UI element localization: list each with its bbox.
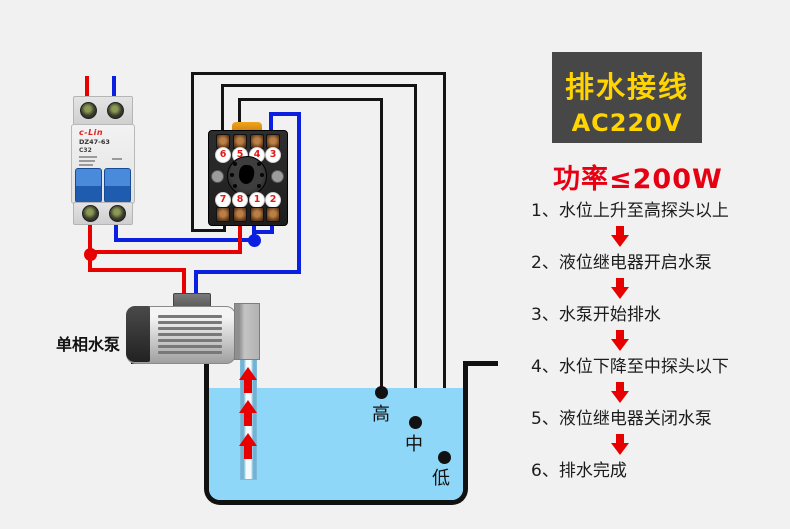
socket-terminal-1: 1 (249, 192, 265, 208)
power-note: 功率≤200W (553, 164, 723, 195)
socket-pin-hole (230, 173, 234, 177)
junction-dot-neutral (248, 234, 261, 247)
down-arrow-icon (611, 226, 629, 247)
pump-fin (158, 345, 222, 348)
page-title: 排水接线 (564, 70, 689, 104)
socket-screw (216, 207, 230, 222)
wire-socket3-pump (194, 270, 301, 274)
wire-probe-high (380, 98, 383, 393)
wire-breaker-neutral (114, 238, 256, 242)
wire-socket8-junction (88, 250, 242, 254)
probe-tip-middle (409, 416, 422, 429)
voltage-label: AC220V (571, 109, 683, 137)
step-5: 5、液位继电器关闭水泵 (531, 409, 712, 429)
probe-label-high: 高 (372, 404, 390, 425)
wire-breaker-neutral (114, 218, 118, 242)
up-arrow-icon (239, 400, 257, 426)
breaker-screw (109, 205, 126, 222)
pump-fin (158, 315, 222, 318)
probe-label-middle: 中 (405, 434, 423, 455)
wire-socket3-pump (297, 112, 301, 274)
socket-pin-hole (260, 173, 264, 177)
pump-fin (158, 339, 222, 342)
wire-live-pump (88, 254, 92, 272)
breaker-brand: c-Lin (79, 128, 104, 137)
step-3: 3、水泵开始排水 (531, 305, 661, 325)
pump-fin (158, 351, 222, 354)
circuit-breaker: c-Lin DZ47-63 C32 (71, 124, 135, 204)
breaker-screw (107, 102, 124, 119)
breaker-handle[interactable] (75, 168, 102, 203)
wire-probe-low (191, 229, 226, 232)
wire-socket8-down (238, 216, 242, 254)
wire-probe-low (443, 72, 446, 458)
wire-socket2-jog (252, 230, 274, 234)
wire-probe-middle (414, 84, 417, 423)
tank-right-lip (463, 361, 498, 366)
breaker-fine-print (79, 156, 97, 158)
wire-breaker-live (88, 218, 92, 256)
wire-live-pump (88, 268, 186, 272)
probe-tip-high (375, 386, 388, 399)
breaker-rating: C32 (79, 147, 92, 154)
down-arrow-icon (611, 330, 629, 351)
socket-mount-hole (271, 170, 284, 183)
step-2: 2、液位继电器开启水泵 (531, 253, 712, 273)
pump-fin (158, 327, 222, 330)
wire-socket3-pump (194, 270, 198, 298)
down-arrow-icon (611, 278, 629, 299)
probe-label-low: 低 (432, 468, 450, 489)
wire-probe-middle (221, 84, 224, 134)
wire-socket3-pump (269, 112, 273, 136)
socket-terminal-7: 7 (215, 192, 231, 208)
title-box: 排水接线 AC220V (552, 52, 702, 143)
socket-pin-hole (257, 184, 261, 188)
socket-terminal-2: 2 (265, 192, 281, 208)
wire-socket3-pump (269, 112, 301, 116)
socket-screw (250, 207, 264, 222)
step-list: 1、水位上升至高探头以上 2、液位继电器开启水泵 3、水泵开始排水 4、水位下降… (531, 200, 786, 482)
probe-tip-low (438, 451, 451, 464)
up-arrow-icon (239, 367, 257, 393)
socket-terminal-8: 8 (232, 192, 248, 208)
down-arrow-icon (611, 382, 629, 403)
breaker-model: DZ47-63 (79, 138, 110, 146)
breaker-handle[interactable] (104, 168, 131, 203)
socket-mount-hole (211, 170, 224, 183)
wire-neutral-in (112, 76, 116, 106)
breaker-fine-print (79, 160, 95, 162)
socket-screw (233, 207, 247, 222)
down-arrow-icon (611, 434, 629, 455)
breaker-fine-print (79, 164, 93, 166)
step-4: 4、水位下降至中探头以下 (531, 357, 729, 377)
up-arrow-icon (239, 433, 257, 459)
step-1: 1、水位上升至高探头以上 (531, 201, 729, 221)
socket-pin-hole (257, 162, 261, 166)
wire-probe-low (191, 72, 194, 232)
wire-probe-middle (221, 84, 417, 87)
socket-terminal-3: 3 (265, 147, 281, 163)
socket-terminal-6: 6 (215, 147, 231, 163)
wire-probe-high (238, 98, 241, 134)
breaker-screw (82, 205, 99, 222)
socket-screw (266, 207, 280, 222)
breaker-fine-print (112, 158, 122, 160)
breaker-screw (80, 102, 97, 119)
wire-live-pump (182, 268, 186, 296)
step-6: 6、排水完成 (531, 461, 627, 481)
pump-end-cap (126, 306, 150, 362)
pump-fin (158, 333, 222, 336)
wire-probe-high (238, 98, 383, 101)
wire-probe-low (191, 72, 446, 75)
pump-label: 单相水泵 (56, 335, 121, 354)
socket-pin-hole (233, 162, 237, 166)
socket-pin-hole (233, 184, 237, 188)
pump-fin (158, 321, 222, 324)
pump-head (234, 303, 260, 360)
wire-live-in (85, 76, 89, 106)
